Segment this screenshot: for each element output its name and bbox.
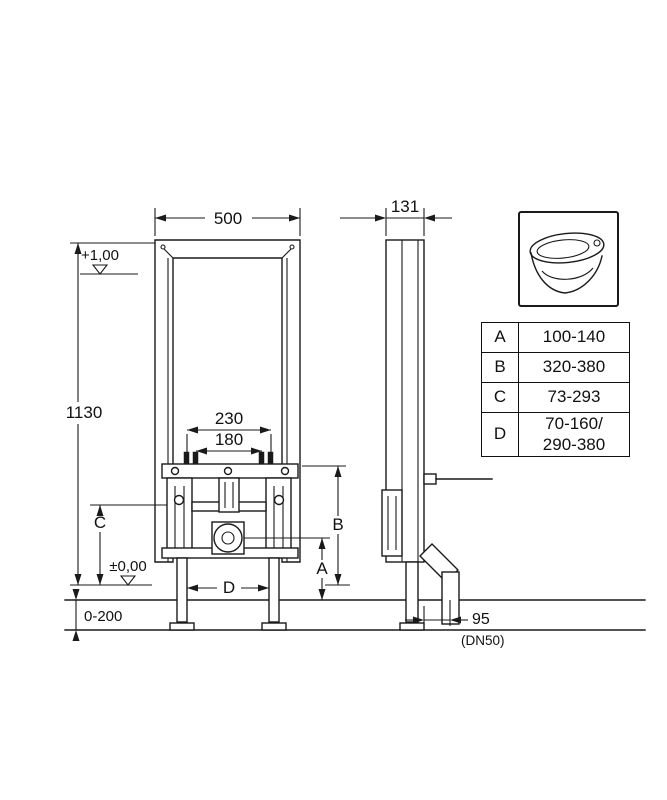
table-row: C 73-293 [481,382,630,413]
level-zero-label: ±0,00 [109,558,146,575]
bidet-icon [518,211,619,307]
floor-lines [64,599,646,631]
adjustable-feet [169,557,287,631]
front-view [154,239,301,631]
dim-d-label: D [223,578,235,597]
table-row: D 70-160/ 290-380 [481,411,630,458]
side-view [381,239,493,631]
dim-key-cell: C [481,382,519,413]
dim-height-label: 1130 [66,403,103,422]
dim-c-label: C [94,513,106,532]
table-row: B 320-380 [481,352,630,383]
level-mark-zero: ±0,00 [70,558,152,586]
dim-drain-nominal-label: (DN50) [461,633,505,648]
fixing-stud-side [423,473,437,485]
dimension-spec-table: A 100-140 B 320-380 C 73-293 D 70-160/ 2… [481,322,630,458]
dim-key-cell: B [481,352,519,383]
dim-stud-outer-label: 230 [215,409,243,428]
drain-outlet [213,523,243,553]
dim-stud-inner-label: 180 [215,430,243,449]
mounting-bracket-assembly [161,451,299,559]
dim-a-label: A [316,559,328,578]
dim-width-label: 500 [214,209,242,228]
dim-value-cell: 70-160/ 290-380 [518,411,630,458]
level-upper-label: +1,00 [81,247,119,264]
dim-b-label: B [332,515,343,534]
dim-drain-offset-label: 95 [472,611,490,628]
dim-foot-adjust-label: 0-200 [84,608,122,625]
dim-value-cell: 100-140 [518,322,630,353]
dim-depth-label: 131 [391,197,419,216]
dim-value-cell: 320-380 [518,352,630,383]
table-row: A 100-140 [481,322,630,353]
dim-key-cell: D [481,411,519,458]
dim-value-cell: 73-293 [518,382,630,413]
dim-key-cell: A [481,322,519,353]
dimensions: 500 131 1130 +1,00 ±0,00 [66,197,505,648]
level-mark-plus-100: +1,00 [80,247,138,275]
